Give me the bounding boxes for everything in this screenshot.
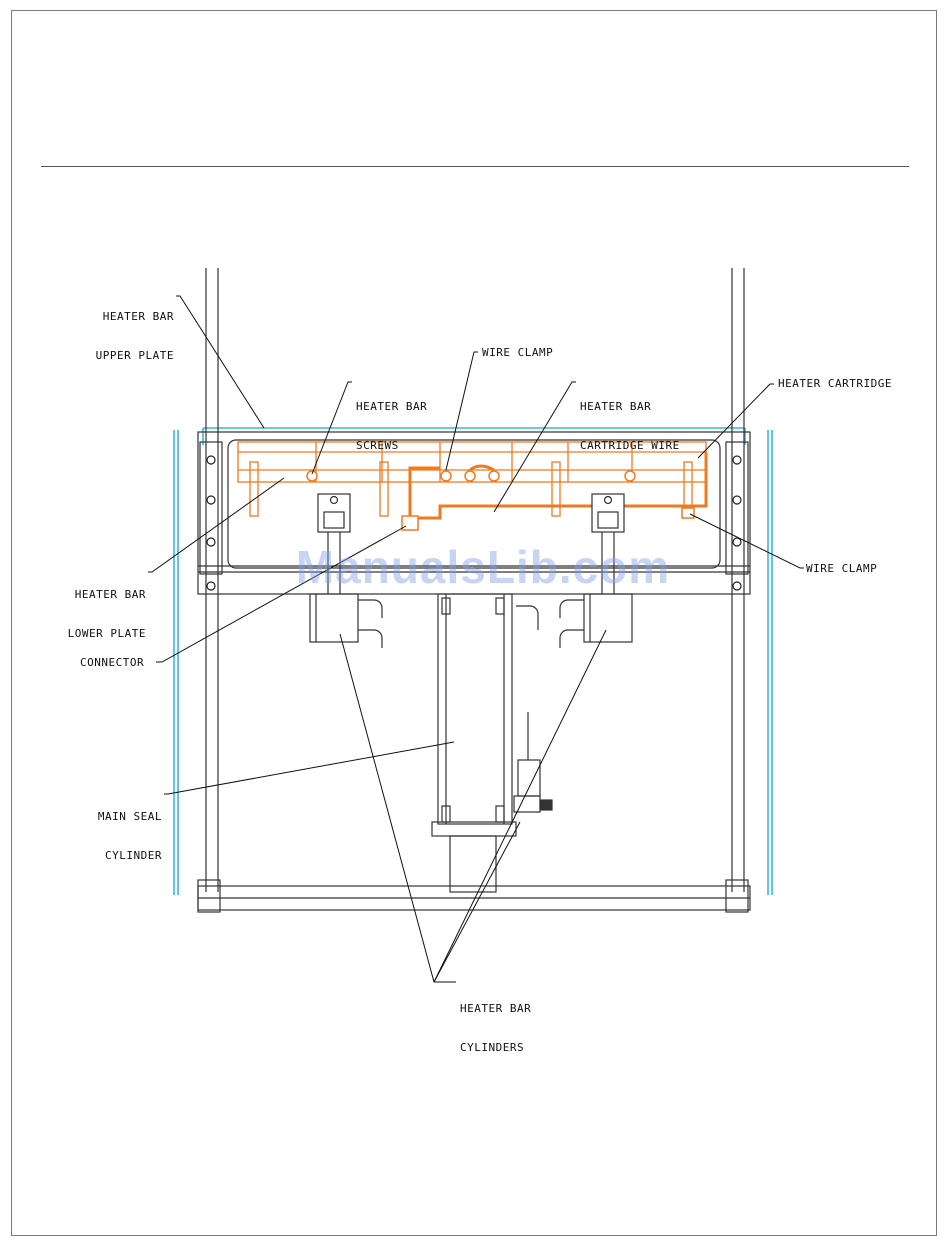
label-screws: HEATER BAR SCREWS	[356, 374, 427, 478]
heater-bar-cylinders	[310, 594, 632, 648]
label-upper-plate-line1: HEATER BAR	[60, 310, 174, 323]
watermark: ManualsLib.com	[268, 540, 698, 594]
leader-lines	[148, 296, 804, 982]
label-heater-cartridge: HEATER CARTRIDGE	[778, 377, 892, 390]
label-screws-line2: SCREWS	[356, 439, 427, 452]
label-cylinders-line2: CYLINDERS	[460, 1041, 531, 1054]
label-screws-line1: HEATER BAR	[356, 400, 427, 413]
label-main-seal: MAIN SEAL CYLINDER	[48, 784, 162, 888]
label-upper-plate-line2: UPPER PLATE	[60, 349, 174, 362]
label-connector: CONNECTOR	[80, 656, 144, 669]
label-main-seal-line1: MAIN SEAL	[48, 810, 162, 823]
label-lower-plate-line1: HEATER BAR	[34, 588, 146, 601]
side-guards	[174, 428, 772, 895]
label-cylinders-line1: HEATER BAR	[460, 1002, 531, 1015]
label-lower-plate-line2: LOWER PLATE	[34, 627, 146, 640]
label-wire-clamp-right: WIRE CLAMP	[806, 562, 877, 575]
label-wire-clamp-top: WIRE CLAMP	[482, 346, 553, 359]
label-main-seal-line2: CYLINDER	[48, 849, 162, 862]
label-cartridge-wire-line1: HEATER BAR	[580, 400, 680, 413]
label-lower-plate: HEATER BAR LOWER PLATE	[34, 562, 146, 666]
label-cartridge-wire: HEATER BAR CARTRIDGE WIRE	[580, 374, 680, 478]
label-cartridge-wire-line2: CARTRIDGE WIRE	[580, 439, 680, 452]
label-cylinders: HEATER BAR CYLINDERS	[460, 976, 531, 1080]
label-upper-plate: HEATER BAR UPPER PLATE	[60, 284, 174, 388]
